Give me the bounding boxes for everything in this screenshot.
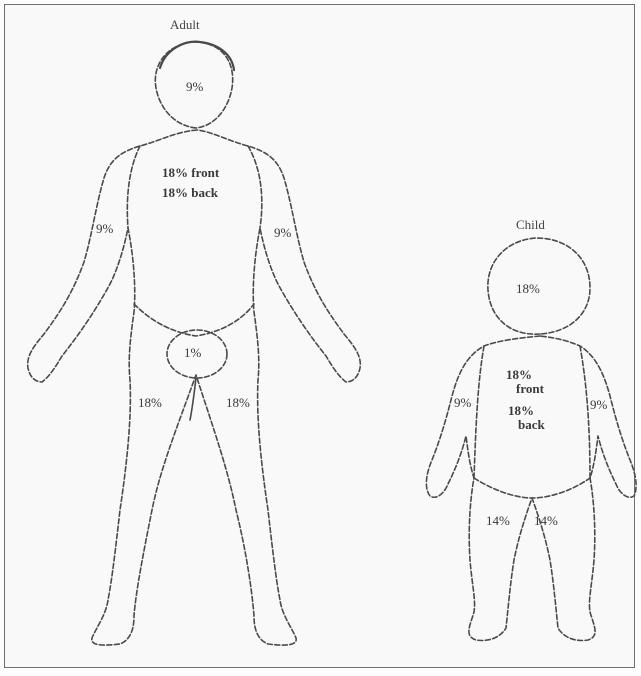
child-head-percent: 18% <box>516 282 540 296</box>
child-trunk-front-word: front <box>516 382 544 396</box>
child-title: Child <box>516 218 545 232</box>
child-left-leg-percent: 14% <box>486 514 510 528</box>
child-trunk-back-value: 18% <box>508 404 534 418</box>
adult-title: Adult <box>170 18 200 32</box>
child-left-arm-percent: 9% <box>454 396 471 410</box>
adult-right-leg-percent: 18% <box>226 396 250 410</box>
child-trunk-front-value: 18% <box>506 368 532 382</box>
adult-body-outline <box>28 130 361 645</box>
adult-left-arm-percent: 9% <box>96 222 113 236</box>
adult-head-percent: 9% <box>186 80 203 94</box>
adult-right-arm-percent: 9% <box>274 226 291 240</box>
adult-trunk-front-percent: 18% front <box>162 166 219 180</box>
adult-groin-percent: 1% <box>184 346 201 360</box>
child-right-leg-percent: 14% <box>534 514 558 528</box>
adult-left-leg-percent: 18% <box>138 396 162 410</box>
child-right-arm-percent: 9% <box>590 398 607 412</box>
child-trunk-back-word: back <box>518 418 545 432</box>
adult-trunk-back-percent: 18% back <box>162 186 218 200</box>
